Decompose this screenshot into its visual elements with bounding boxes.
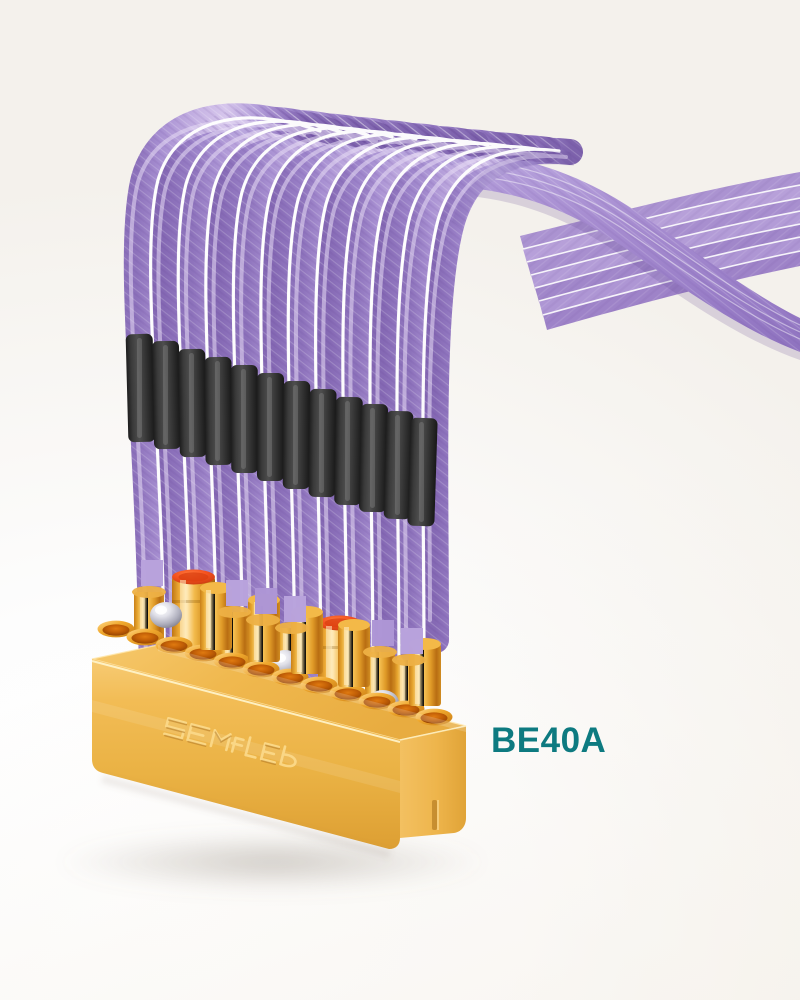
- connector-front-row-barrels: [200, 582, 441, 706]
- cable-ribbon-runout: [430, 150, 800, 360]
- solder-blob: [150, 602, 182, 628]
- cable-bundle-arc: [123, 103, 583, 723]
- heatshrink-sleeve: [151, 340, 182, 450]
- heatshrink-sleeve: [308, 388, 337, 498]
- heatshrink-sleeve: [282, 380, 311, 490]
- socket-open: [155, 636, 193, 654]
- brand-emboss-logo: [163, 717, 297, 768]
- socket-open: [126, 628, 164, 646]
- heatshrink-sleeve: [178, 348, 207, 458]
- barrel-collar-group: [132, 586, 426, 666]
- connector-end-face: [400, 726, 466, 838]
- socket-open: [358, 692, 396, 710]
- heatshrink-sleeve: [334, 396, 363, 506]
- socket-open: [213, 652, 251, 670]
- heatshrink-sleeve: [358, 403, 389, 513]
- heatshrink-sleeve: [407, 417, 438, 527]
- heatshrink-sleeve: [204, 356, 233, 466]
- gold-connector-block: [91, 569, 467, 858]
- connector-top-face: [92, 645, 466, 740]
- product-shadow: [57, 832, 487, 892]
- heatshrink-sleeve-group: [125, 333, 438, 527]
- cable-tail-group: [141, 560, 423, 654]
- socket-open: [329, 684, 367, 702]
- heatshrink-sleeve: [230, 364, 259, 474]
- heatshrink-sleeve: [257, 373, 284, 481]
- heatshrink-sleeve: [125, 333, 156, 443]
- product-model-label: BE40A: [491, 721, 607, 760]
- connector-front-row-sockets: [97, 620, 453, 726]
- socket-open: [97, 620, 135, 638]
- bullet-barrel: [200, 582, 232, 650]
- socket-open: [242, 660, 280, 678]
- heatshrink-sleeve: [383, 410, 414, 520]
- bullet-barrel: [338, 619, 370, 687]
- socket-open: [300, 676, 338, 694]
- connector-keying-notch: [432, 800, 437, 830]
- socket-open: [415, 708, 453, 726]
